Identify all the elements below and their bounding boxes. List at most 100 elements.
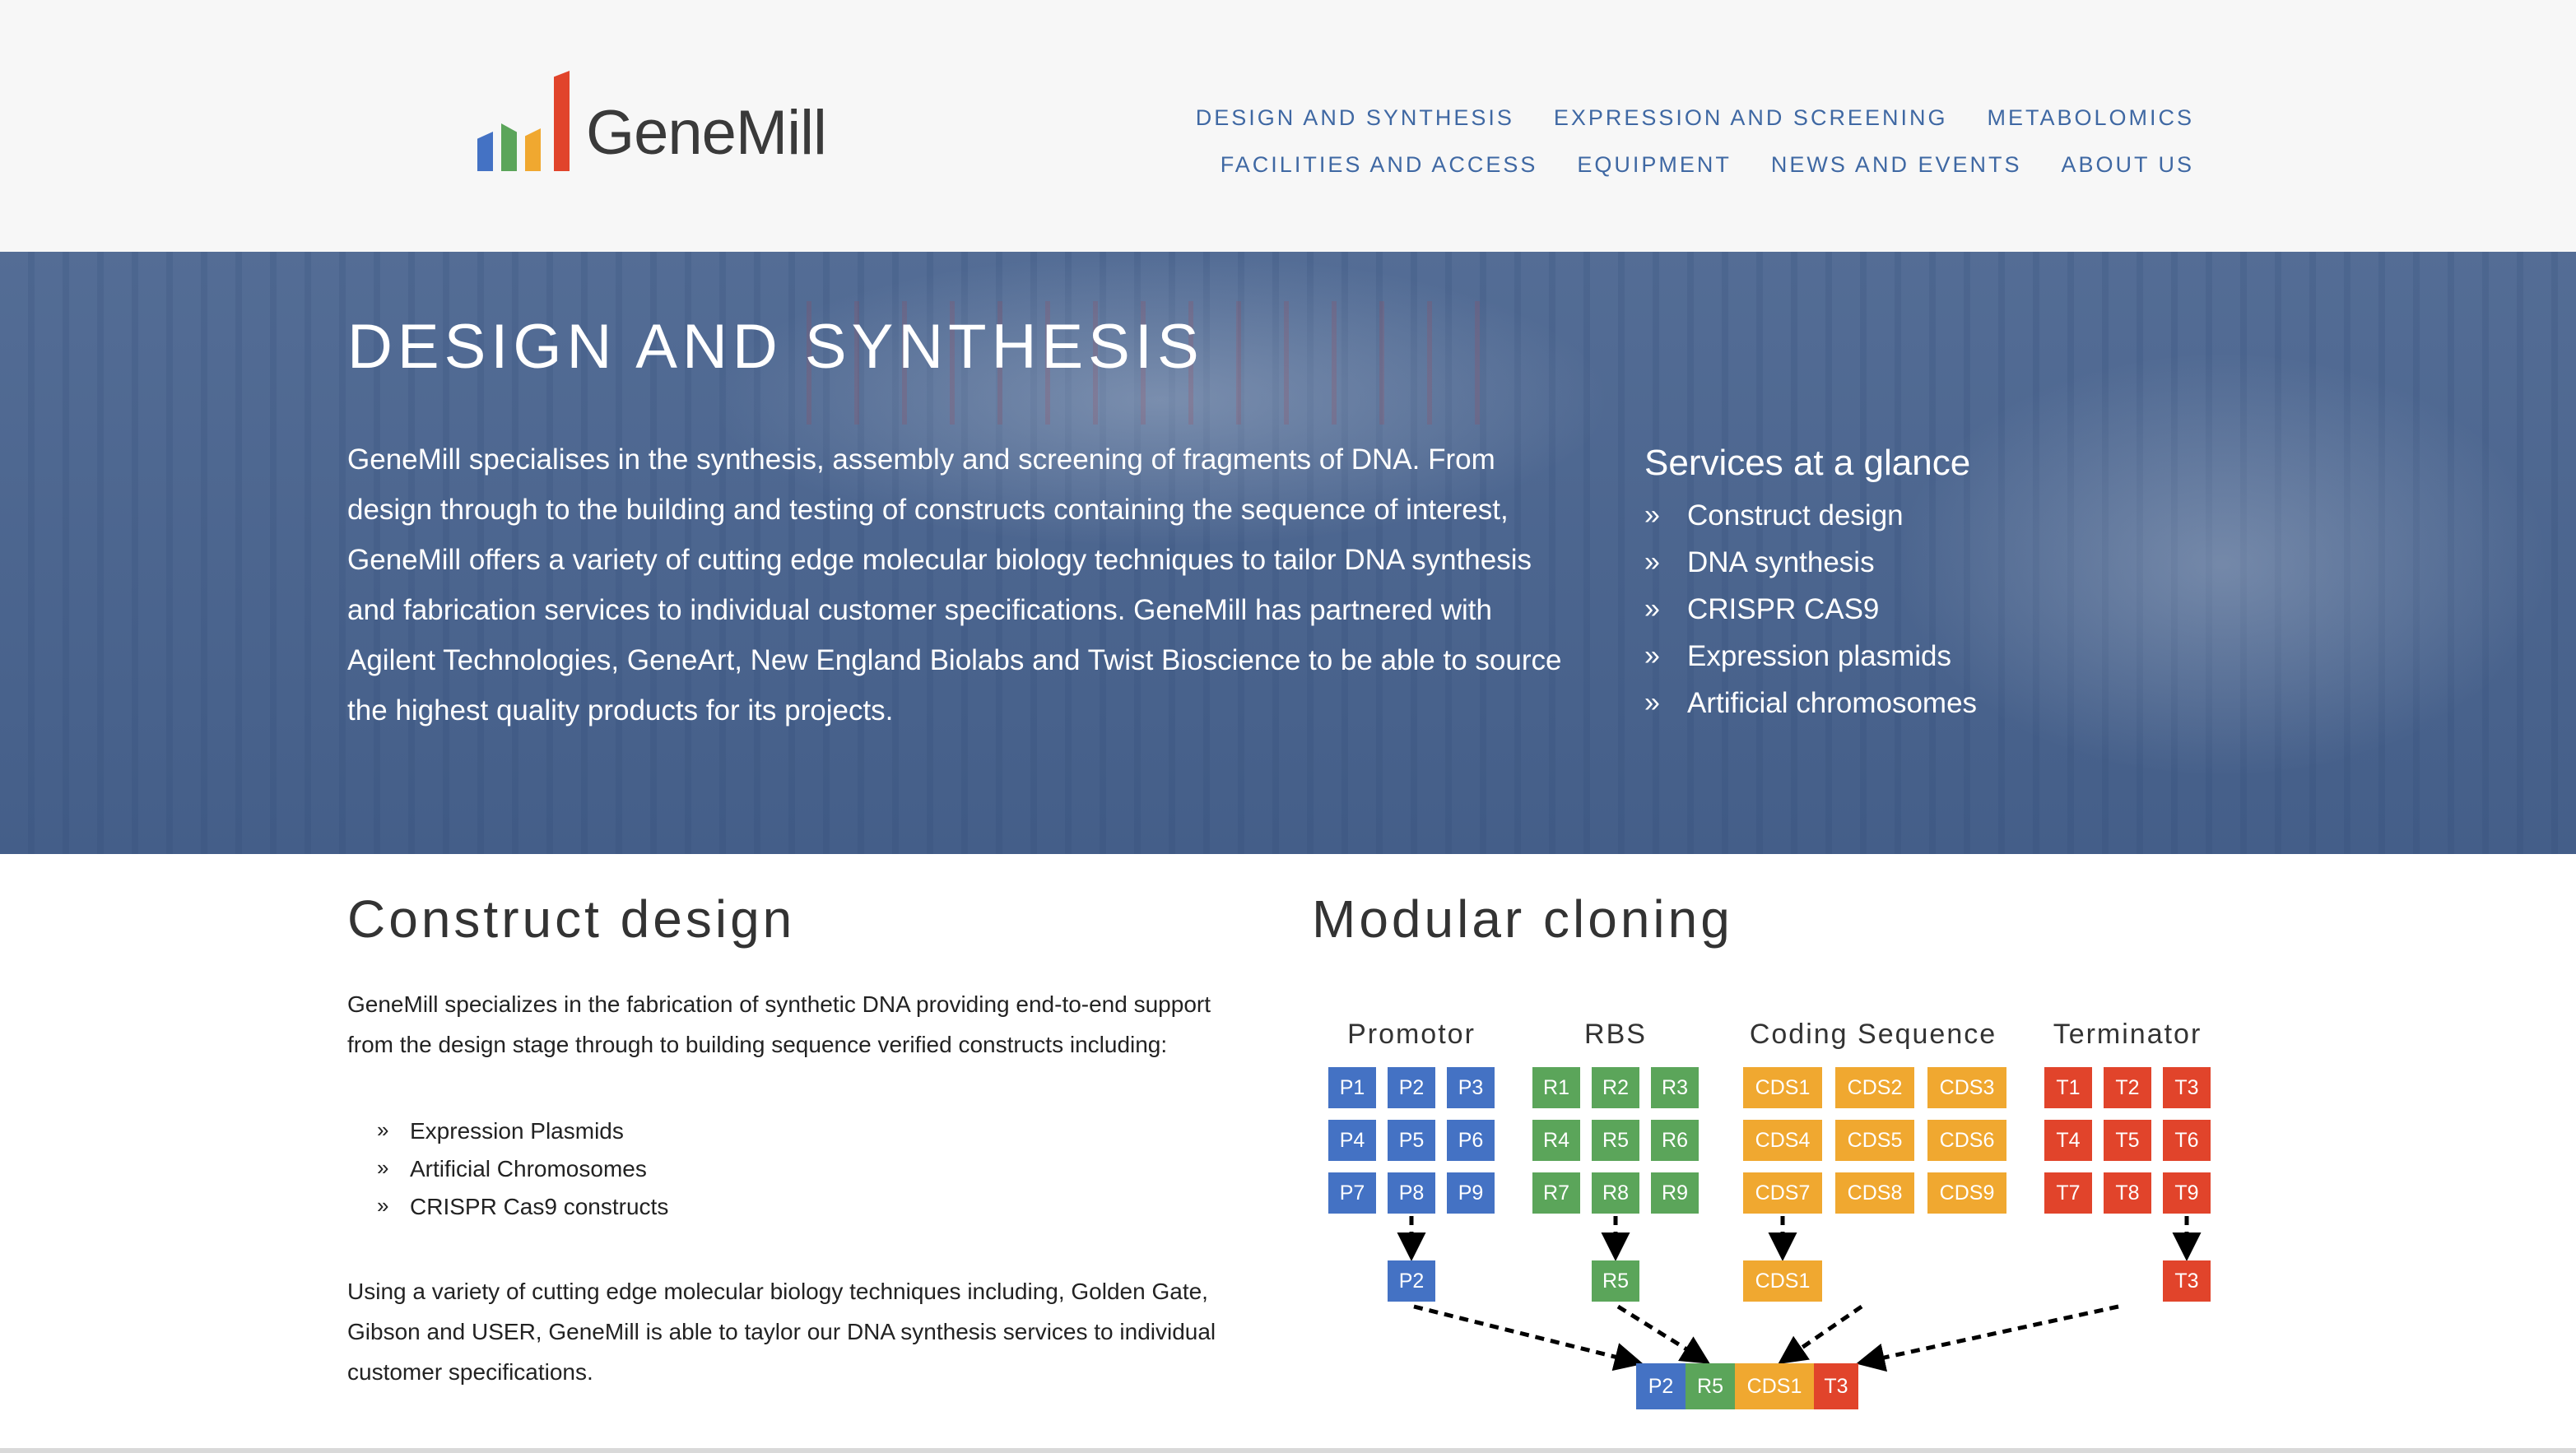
part-cell-cds8: CDS8 [1835, 1172, 1914, 1214]
selected-part-t3: T3 [2163, 1260, 2211, 1302]
hero-background-highlight-right [1893, 350, 2551, 778]
nav-about-us[interactable]: ABOUT US [2061, 152, 2194, 177]
part-cell-r1: R1 [1532, 1067, 1580, 1108]
service-label: Artificial chromosomes [1687, 687, 1978, 719]
nav-expression-and-screening[interactable]: EXPRESSION AND SCREENING [1553, 105, 1948, 130]
part-cell-t9: T9 [2163, 1172, 2211, 1214]
arrow-assemble-promoter [1413, 1304, 1644, 1372]
assembled-part-r5: R5 [1686, 1363, 1735, 1409]
nav-row-1: DESIGN AND SYNTHESIS EXPRESSION AND SCRE… [1196, 105, 2194, 131]
nav-news-and-events[interactable]: NEWS AND EVENTS [1770, 152, 2022, 177]
assembled-part-t3: T3 [1814, 1363, 1858, 1409]
part-cell-t3: T3 [2163, 1067, 2211, 1108]
service-item[interactable]: »DNA synthesis [1644, 539, 2138, 586]
logo-bar-green [501, 123, 517, 171]
part-cell-t7: T7 [2044, 1172, 2092, 1214]
services-title: Services at a glance [1644, 443, 1971, 483]
service-item[interactable]: » Artificial chromosomes [1644, 680, 2138, 726]
part-cell-t4: T4 [2044, 1120, 2092, 1161]
double-chevron-right-icon: » [1644, 546, 1660, 578]
arrow-assemble-terminator [1856, 1304, 2119, 1372]
services-at-a-glance: Services at a glance » Construct design »… [1644, 443, 2138, 726]
main-nav: DESIGN AND SYNTHESIS EXPRESSION AND SCRE… [1196, 105, 2194, 199]
selected-part-r5: R5 [1592, 1260, 1639, 1302]
service-label: CRISPR CAS9 [1687, 593, 1880, 625]
list-item-label: CRISPR Cas9 constructs [410, 1194, 669, 1219]
logo-wordmark: GeneMill [586, 98, 827, 168]
logo-bar-red [554, 71, 570, 171]
double-chevron-right-icon: » [1644, 499, 1660, 531]
genemill-logo[interactable]: GeneMill [477, 64, 827, 171]
construct-intro: GeneMill specializes in the fabrication … [347, 991, 1211, 1057]
part-cell-t6: T6 [2163, 1120, 2211, 1161]
part-cell-t2: T2 [2104, 1067, 2151, 1108]
part-cell-cds1: CDS1 [1743, 1067, 1822, 1108]
double-chevron-right-icon: » [377, 1155, 389, 1180]
arrow-assemble-rbs [1616, 1304, 1710, 1364]
group-label-promotor: Promotor [1347, 1019, 1476, 1050]
nav-row-2: FACILITIES AND ACCESS EQUIPMENT NEWS AND… [1196, 152, 2194, 178]
part-cell-p8: P8 [1388, 1172, 1435, 1214]
nav-facilities-and-access[interactable]: FACILITIES AND ACCESS [1220, 152, 1538, 177]
list-item: » Artificial Chromosomes [377, 1150, 668, 1188]
logo-bar-blue [477, 132, 493, 171]
nav-metabolomics[interactable]: METABOLOMICS [1987, 105, 2194, 130]
assembled-part-p2: P2 [1636, 1363, 1686, 1409]
nav-design-and-synthesis[interactable]: DESIGN AND SYNTHESIS [1195, 105, 1514, 130]
part-cell-p6: P6 [1447, 1120, 1495, 1161]
part-cell-r2: R2 [1592, 1067, 1639, 1108]
list-item: » Expression Plasmids [377, 1112, 668, 1150]
hero-banner: DESIGN AND SYNTHESIS GeneMill specialise… [0, 252, 2576, 854]
part-cell-cds7: CDS7 [1743, 1172, 1822, 1214]
construct-list: » Expression Plasmids » Artificial Chromos… [377, 1112, 668, 1226]
double-chevron-right-icon: » [1644, 687, 1660, 718]
assembled-part-cds1: CDS1 [1735, 1363, 1814, 1409]
hero-background-highlight [708, 252, 1613, 548]
selected-part-cds1: CDS1 [1743, 1260, 1822, 1302]
selected-part-p2: P2 [1388, 1260, 1435, 1302]
part-cell-r7: R7 [1532, 1172, 1580, 1214]
double-chevron-right-icon: » [377, 1117, 389, 1142]
part-cell-p4: P4 [1328, 1120, 1376, 1161]
part-cell-r4: R4 [1532, 1120, 1580, 1161]
part-cell-r5: R5 [1592, 1120, 1639, 1161]
nav-equipment[interactable]: EQUIPMENT [1577, 152, 1732, 177]
site-header: GeneMill DESIGN AND SYNTHESIS EXPRESSION… [0, 0, 2576, 252]
double-chevron-right-icon: » [1644, 640, 1660, 671]
services-list: » Construct design »DNA synthesis » CRISPR… [1644, 492, 2138, 726]
construct-design-heading: Construct design [347, 889, 796, 949]
page-bottom-divider [0, 1448, 2576, 1453]
part-cell-t8: T8 [2104, 1172, 2151, 1214]
service-item[interactable]: » CRISPR CAS9 [1644, 586, 2138, 633]
part-cell-p3: P3 [1447, 1067, 1495, 1108]
part-cell-cds2: CDS2 [1835, 1067, 1914, 1108]
part-cell-cds9: CDS9 [1927, 1172, 2006, 1214]
part-cell-p2: P2 [1388, 1067, 1435, 1108]
list-item-label: Artificial Chromosomes [410, 1156, 647, 1181]
construct-outro: Using a variety of cutting edge molecula… [347, 1279, 1216, 1385]
part-cell-t1: T1 [2044, 1067, 2092, 1108]
part-cell-r9: R9 [1651, 1172, 1699, 1214]
hero-background-pattern [807, 301, 1481, 425]
part-cell-p5: P5 [1388, 1120, 1435, 1161]
group-label-terminator: Terminator [2053, 1019, 2202, 1050]
service-item[interactable]: » Expression plasmids [1644, 633, 2138, 680]
part-cell-p1: P1 [1328, 1067, 1376, 1108]
part-cell-r6: R6 [1651, 1120, 1699, 1161]
group-label-coding-sequence: Coding Sequence [1749, 1019, 1997, 1050]
part-cell-p7: P7 [1328, 1172, 1376, 1214]
modular-cloning-heading: Modular cloning [1312, 889, 1733, 949]
part-cell-cds4: CDS4 [1743, 1120, 1822, 1161]
service-label: Expression plasmids [1687, 640, 1951, 672]
part-cell-p9: P9 [1447, 1172, 1495, 1214]
list-item-label: Expression Plasmids [410, 1118, 624, 1144]
part-cell-r8: R8 [1592, 1172, 1639, 1214]
arrow-assemble-cds [1778, 1304, 1863, 1364]
part-cell-cds6: CDS6 [1927, 1120, 2006, 1161]
part-cell-cds3: CDS3 [1927, 1067, 2006, 1108]
service-item[interactable]: » Construct design [1644, 492, 2138, 539]
double-chevron-right-icon: » [1644, 593, 1660, 624]
part-cell-t5: T5 [2104, 1120, 2151, 1161]
service-label: Construct design [1687, 499, 1904, 532]
group-label-rbs: RBS [1584, 1019, 1647, 1050]
